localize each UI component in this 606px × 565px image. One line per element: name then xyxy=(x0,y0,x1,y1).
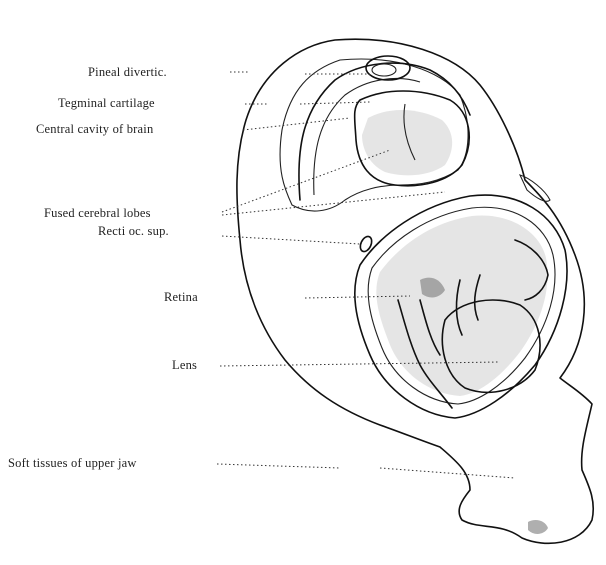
label-tegminal-cartilage: Tegminal cartilage xyxy=(58,97,155,110)
leader-soft-2 xyxy=(380,468,515,478)
leader-fused xyxy=(222,150,390,212)
pineal-inner xyxy=(372,64,396,76)
leader-tegminal-2 xyxy=(300,102,370,104)
label-central-cavity: Central cavity of brain xyxy=(36,123,153,136)
leader-recti xyxy=(222,236,360,244)
label-soft-tissues: Soft tissues of upper jaw xyxy=(8,457,137,470)
leader-soft xyxy=(217,464,340,468)
label-retina: Retina xyxy=(164,291,198,304)
lobes-shading xyxy=(362,110,452,175)
leader-fused-2 xyxy=(222,192,445,215)
label-pineal-divertic: Pineal divertic. xyxy=(88,66,167,79)
label-recti-oc-sup: Recti oc. sup. xyxy=(98,225,169,238)
pigment-spot-2 xyxy=(528,520,548,534)
label-lens: Lens xyxy=(172,359,197,372)
label-fused-cerebral-lobes: Fused cerebral lobes xyxy=(44,207,151,220)
leader-central xyxy=(243,118,350,130)
